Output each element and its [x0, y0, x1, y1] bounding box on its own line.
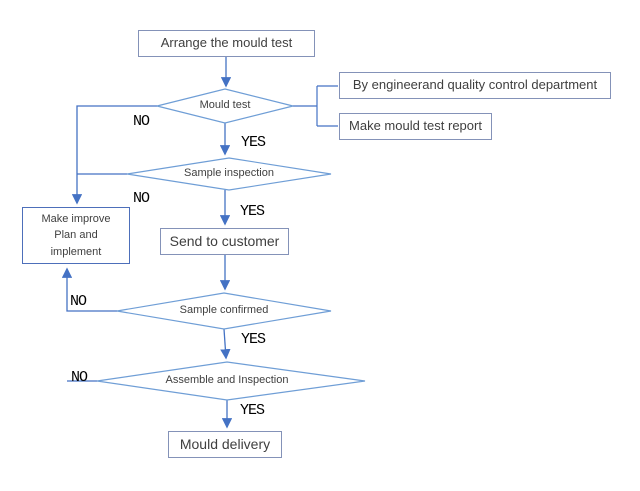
edge-sampleconfirmed-no-to-makeimprove [61, 267, 117, 312]
assemble-inspection-diamond-shape [96, 361, 366, 401]
edge-label-mould-test-yes: YES [241, 134, 266, 151]
node-sample-inspection-label: Sample inspection [184, 167, 274, 179]
node-assemble-inspection-label: Assemble and Inspection [165, 374, 289, 386]
node-sample-confirmed-label: Sample confirmed [179, 304, 269, 316]
node-arrange-mould-test: Arrange the mould test [138, 30, 315, 57]
edge-label-sample-inspection-yes: YES [240, 203, 265, 220]
edge-label-assemble-yes: YES [240, 402, 265, 419]
node-by-engineer-quality-control: By engineerand quality control departmen… [339, 72, 611, 99]
node-mould-test-label: Mould test [199, 99, 251, 111]
mould-test-diamond-shape [156, 88, 294, 124]
edge-label-sample-inspection-no: NO [133, 190, 150, 207]
edge-mouldtest-no-to-makeimprove [71, 105, 157, 205]
edge-sampleconfirmed-yes-to-assemble [220, 328, 231, 360]
sample-confirmed-diamond-shape [116, 292, 332, 330]
edge-label-mould-test-no: NO [133, 113, 150, 130]
edge-label-sample-confirmed-yes: YES [241, 331, 266, 348]
sample-inspection-diamond-shape [126, 157, 332, 191]
node-mould-delivery: Mould delivery [168, 431, 282, 458]
node-make-improve-plan: Make improve Plan and implement [22, 207, 130, 264]
edge-label-assemble-no: NO [71, 369, 88, 386]
node-send-to-customer: Send to customer [160, 228, 289, 255]
node-make-mould-test-report: Make mould test report [339, 113, 492, 140]
edge-label-sample-confirmed-no: NO [70, 293, 87, 310]
edge-mouldtest-to-annotations [293, 85, 338, 127]
